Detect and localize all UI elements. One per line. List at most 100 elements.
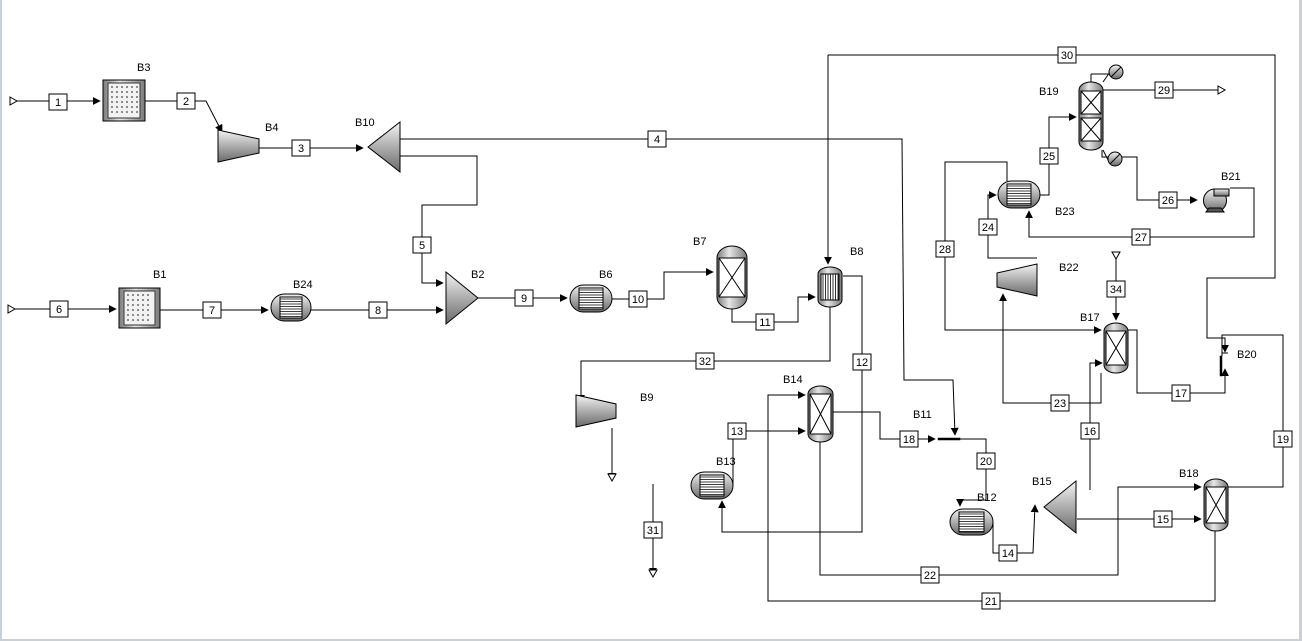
stream-label-box[interactable]: 3 — [291, 139, 311, 157]
block-b21[interactable] — [1203, 188, 1230, 213]
block-b20[interactable] — [1219, 355, 1223, 377]
stream-line[interactable] — [612, 268, 714, 300]
block-b6[interactable] — [569, 284, 613, 313]
block-label: B17 — [1080, 312, 1100, 324]
block-b23[interactable] — [997, 180, 1041, 209]
block-b11[interactable] — [937, 437, 961, 441]
block-b17[interactable] — [1103, 322, 1129, 374]
block-label: B19 — [1039, 86, 1059, 98]
stream-line[interactable] — [956, 438, 987, 507]
stream-id: 15 — [1157, 514, 1169, 526]
stream-label-box[interactable]: 1 — [48, 93, 68, 111]
stream-line[interactable] — [1101, 150, 1198, 204]
stream-line[interactable] — [400, 155, 478, 287]
stream-line[interactable] — [718, 275, 863, 533]
stream-label-box[interactable]: 25 — [1039, 147, 1059, 165]
stream-id: 20 — [980, 456, 992, 468]
block-b24[interactable] — [270, 293, 312, 322]
stream-label-box[interactable]: 10 — [628, 290, 648, 308]
stream-label-box[interactable]: 20 — [976, 452, 996, 470]
stream-label-box[interactable]: 23 — [1050, 394, 1070, 412]
stream-label-box[interactable]: 29 — [1154, 81, 1174, 99]
stream-id: 27 — [1135, 232, 1147, 244]
block-b22[interactable] — [996, 263, 1038, 297]
stream-label-box[interactable]: 8 — [368, 301, 388, 319]
stream-id: 5 — [419, 240, 425, 252]
stream-label-box[interactable]: 28 — [935, 240, 955, 258]
stream-label-box[interactable]: 13 — [727, 422, 747, 440]
stream-line[interactable] — [731, 293, 816, 323]
stream-id: 3 — [298, 143, 304, 155]
stream-label-box[interactable]: 12 — [852, 353, 872, 371]
block-b9[interactable] — [575, 394, 617, 428]
block-label: B6 — [599, 269, 612, 281]
stream-line[interactable] — [1128, 329, 1229, 394]
stream-id: 2 — [183, 96, 189, 108]
stream-id: 10 — [632, 294, 644, 306]
stream-id: 12 — [856, 357, 868, 369]
block-b14[interactable] — [807, 385, 834, 443]
block-b4[interactable] — [217, 129, 260, 163]
stream-line[interactable] — [400, 138, 959, 436]
stream-label-box[interactable]: 4 — [647, 130, 667, 148]
stream-id: 18 — [903, 434, 915, 446]
block-b7[interactable] — [716, 245, 748, 310]
stream-label-box[interactable]: 2 — [176, 92, 196, 110]
stream-label-box[interactable]: 18 — [899, 430, 919, 448]
stream-line[interactable] — [1102, 149, 1109, 161]
stream-id: 28 — [939, 244, 951, 256]
stream-line[interactable] — [767, 391, 1216, 602]
block-b8[interactable] — [817, 266, 843, 308]
stream-label-box[interactable]: 19 — [1273, 430, 1293, 448]
stream-label-box[interactable]: 30 — [1057, 46, 1077, 64]
stream-label-box[interactable]: 32 — [695, 352, 715, 370]
stream-label-box[interactable]: 31 — [643, 521, 663, 539]
stream-label-box[interactable]: 22 — [920, 566, 940, 584]
block-label: B3 — [137, 62, 150, 74]
stream-line[interactable] — [999, 293, 1102, 404]
stream-label-box[interactable]: 27 — [1131, 228, 1151, 246]
stream-label-box[interactable]: 14 — [998, 544, 1018, 562]
block-b2[interactable] — [445, 270, 479, 326]
stream-label-box[interactable]: 15 — [1153, 510, 1173, 528]
stream-line[interactable] — [1221, 334, 1284, 488]
stream-label-box[interactable]: 24 — [978, 218, 998, 236]
block-b18[interactable] — [1203, 478, 1229, 532]
stream-label-box[interactable]: 17 — [1171, 384, 1191, 402]
stream-id: 21 — [985, 596, 997, 608]
block-label: B4 — [265, 122, 278, 134]
window-bottom-border — [0, 639, 1302, 641]
block-b15[interactable] — [1043, 479, 1077, 535]
stream-line[interactable] — [828, 54, 1276, 353]
block-b13[interactable] — [690, 471, 734, 500]
stream-line[interactable] — [819, 442, 1202, 576]
block-label: B22 — [1059, 262, 1079, 274]
block-b19[interactable] — [1078, 64, 1124, 167]
stream-label-box[interactable]: 7 — [202, 301, 222, 319]
window-left-border — [0, 0, 2, 641]
stream-label-box[interactable]: 16 — [1080, 422, 1100, 440]
stream-label-box[interactable]: 21 — [981, 592, 1001, 610]
block-b12[interactable] — [949, 508, 994, 536]
stream-label-box[interactable]: 9 — [514, 289, 534, 307]
block-b10[interactable] — [367, 120, 401, 174]
block-label: B13 — [716, 456, 736, 468]
stream-label-box[interactable]: 11 — [755, 313, 775, 331]
stream-label-box[interactable]: 34 — [1106, 280, 1126, 298]
feed-arrow-icon — [7, 304, 17, 314]
condenser-icon — [1108, 64, 1124, 80]
stream-line[interactable] — [1025, 187, 1255, 238]
stream-line[interactable] — [944, 161, 1102, 334]
stream-label-box[interactable]: 26 — [1158, 191, 1178, 209]
block-b1[interactable] — [118, 287, 161, 329]
stream-label-box[interactable]: 6 — [49, 300, 69, 318]
stream-id: 7 — [209, 305, 215, 317]
stream-label-box[interactable]: 5 — [412, 236, 432, 254]
stream-line[interactable] — [145, 100, 223, 133]
reboiler-icon — [1107, 151, 1123, 167]
block-label: B24 — [293, 279, 313, 291]
block-b3[interactable] — [102, 79, 146, 122]
block-label: B7 — [693, 236, 706, 248]
stream-id: 16 — [1084, 426, 1096, 438]
